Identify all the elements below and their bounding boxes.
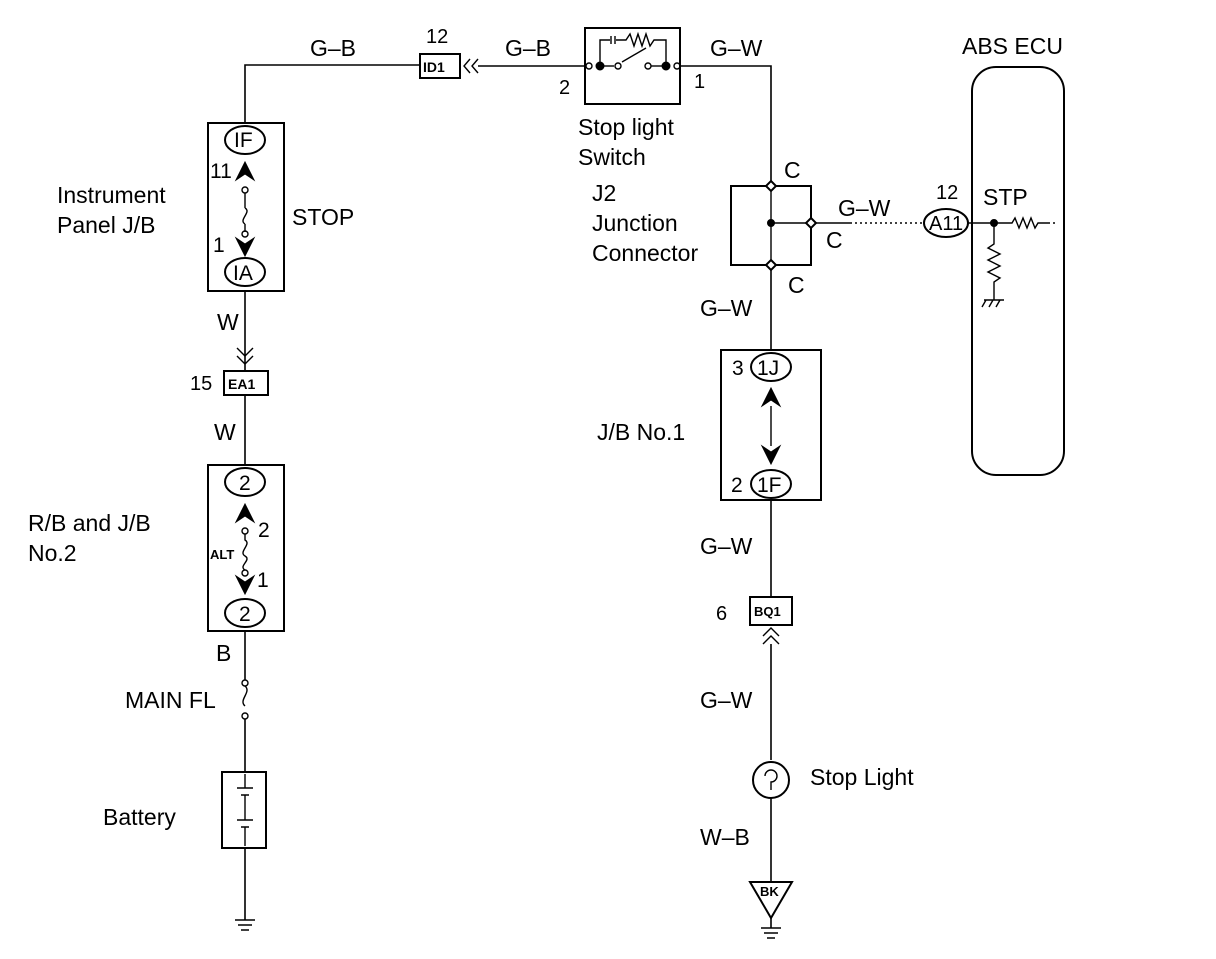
wire-g-w-top [680, 65, 772, 184]
bk-ground-point-icon [748, 881, 794, 920]
bq1-pin-number: 6 [716, 603, 727, 625]
stop-light-label: Stop Light [810, 764, 914, 790]
wire-label-g-b-left: G–B [310, 35, 356, 61]
wire-label-g-b-mid: G–B [505, 35, 551, 61]
instrument-panel-conn-bottom-label: IA [233, 262, 253, 285]
rb-jb2-arrow-up-icon [234, 502, 256, 524]
wire-label-g-w-ecu: G–W [838, 195, 891, 221]
wire-label-w-upper: W [217, 309, 239, 335]
jb-no1-connector-1f [750, 469, 792, 499]
wire-label-g-w-top: G–W [710, 35, 763, 61]
instrument-panel-arrow-down-icon [234, 236, 256, 258]
abs-ecu-title: ABS ECU [962, 33, 1063, 59]
wire-label-b: B [216, 640, 231, 666]
stop-switch-internal-resistor-icon [599, 31, 667, 66]
instrument-panel-pin-bottom: 1 [213, 234, 225, 257]
battery-cells-icon [237, 774, 253, 846]
stop-light-filament-icon [764, 769, 778, 790]
instrument-panel-label-line2: Panel J/B [57, 212, 155, 238]
ea1-code: EA1 [228, 376, 255, 392]
battery-ground-icon [235, 919, 255, 931]
j2-term-right-label: C [826, 227, 843, 253]
abs-ecu-terminal-label: STP [983, 184, 1028, 210]
stop-switch-label-line1: Stop light [578, 114, 675, 140]
jb-no1-pin-top: 3 [732, 357, 744, 380]
jb-no1-conn-bottom-label: 1F [757, 474, 782, 497]
jb-no1-pin-bottom: 2 [731, 474, 743, 497]
id1-code: ID1 [423, 59, 445, 75]
instrument-panel-connector-ia [224, 257, 266, 287]
j2-term-bottom-label: C [788, 272, 805, 298]
wire-label-w-lower: W [214, 419, 236, 445]
battery-box [221, 771, 267, 849]
ea1-connector [223, 370, 269, 396]
rb-jb2-label-line2: No.2 [28, 540, 77, 566]
stop-switch-contact-icon [621, 47, 647, 63]
rb-jb2-arrow-down-icon [234, 574, 256, 596]
wire-g-b-left [244, 64, 420, 123]
alt-fuse-icon [242, 534, 248, 571]
jb-no1-conn-top-label: 1J [757, 357, 779, 380]
j2-label-line2: Junction [592, 210, 678, 236]
wire-label-g-w-bq1-light: G–W [700, 687, 753, 713]
jb-no1-connector-1j [750, 352, 792, 382]
bq1-connector [749, 596, 793, 626]
instrument-panel-pin-top: 11 [210, 160, 232, 183]
id1-pin-number: 12 [426, 26, 448, 48]
rb-jb2-connector-bottom [224, 598, 266, 628]
j2-term-top-label: C [784, 157, 801, 183]
id1-connector [419, 53, 461, 79]
abs-ecu-pin: 12 [936, 182, 958, 204]
alt-fuse-label: ALT [210, 547, 234, 562]
main-fl-label: MAIN FL [125, 687, 216, 713]
rb-jb2-conn-top-label: 2 [239, 472, 251, 495]
stop-light-bulb-icon [752, 761, 790, 799]
rb-jb2-pin-top: 2 [258, 519, 270, 542]
main-fl-fusible-link-icon [242, 685, 248, 707]
rb-jb2-conn-bottom-label: 2 [239, 603, 251, 626]
stop-switch-pin-right: 1 [694, 71, 705, 93]
stop-fuse-label: STOP [292, 204, 354, 230]
bq1-code: BQ1 [754, 604, 781, 619]
ea1-pin-number: 15 [190, 373, 212, 395]
ea1-chevrons [236, 347, 254, 365]
rb-jb2-label-line1: R/B and J/B [28, 510, 151, 536]
battery-label: Battery [103, 804, 176, 830]
instrument-panel-arrow-up-icon [234, 160, 256, 182]
j2-terminal-top-icon [764, 179, 778, 193]
bk-code: BK [760, 884, 779, 899]
j2-terminal-right-icon [804, 216, 818, 230]
abs-ecu-pulldown-resistor-icon [986, 223, 1002, 300]
abs-ecu-ground-icon [981, 299, 1004, 308]
id1-chevrons [463, 58, 479, 74]
wire-label-g-w-j2-jb1: G–W [700, 295, 753, 321]
jb-no1-label: J/B No.1 [597, 419, 685, 445]
abs-ecu-series-resistor-icon [968, 216, 1048, 230]
instrument-panel-label-line1: Instrument [57, 182, 166, 208]
j2-label-line1: J2 [592, 180, 616, 206]
bk-ground-icon [761, 927, 781, 939]
stop-switch-label-line2: Switch [578, 144, 646, 170]
abs-ecu-box [971, 66, 1065, 476]
bq1-chevrons [762, 627, 780, 645]
rb-jb2-pin-bottom: 1 [257, 569, 269, 592]
stop-switch-pin-left: 2 [559, 77, 570, 99]
jb-no1-arrow-down-icon [760, 444, 782, 466]
wire-label-w-b: W–B [700, 824, 750, 850]
wire-label-g-w-jb1-bq1: G–W [700, 533, 753, 559]
abs-ecu-conn-label: A11 [929, 213, 963, 235]
j2-label-line3: Connector [592, 240, 698, 266]
instrument-panel-conn-top-label: IF [234, 129, 253, 152]
instrument-panel-connector-if [224, 125, 266, 155]
rb-jb2-connector-top [224, 467, 266, 497]
jb-no1-arrow-up-icon [760, 386, 782, 408]
